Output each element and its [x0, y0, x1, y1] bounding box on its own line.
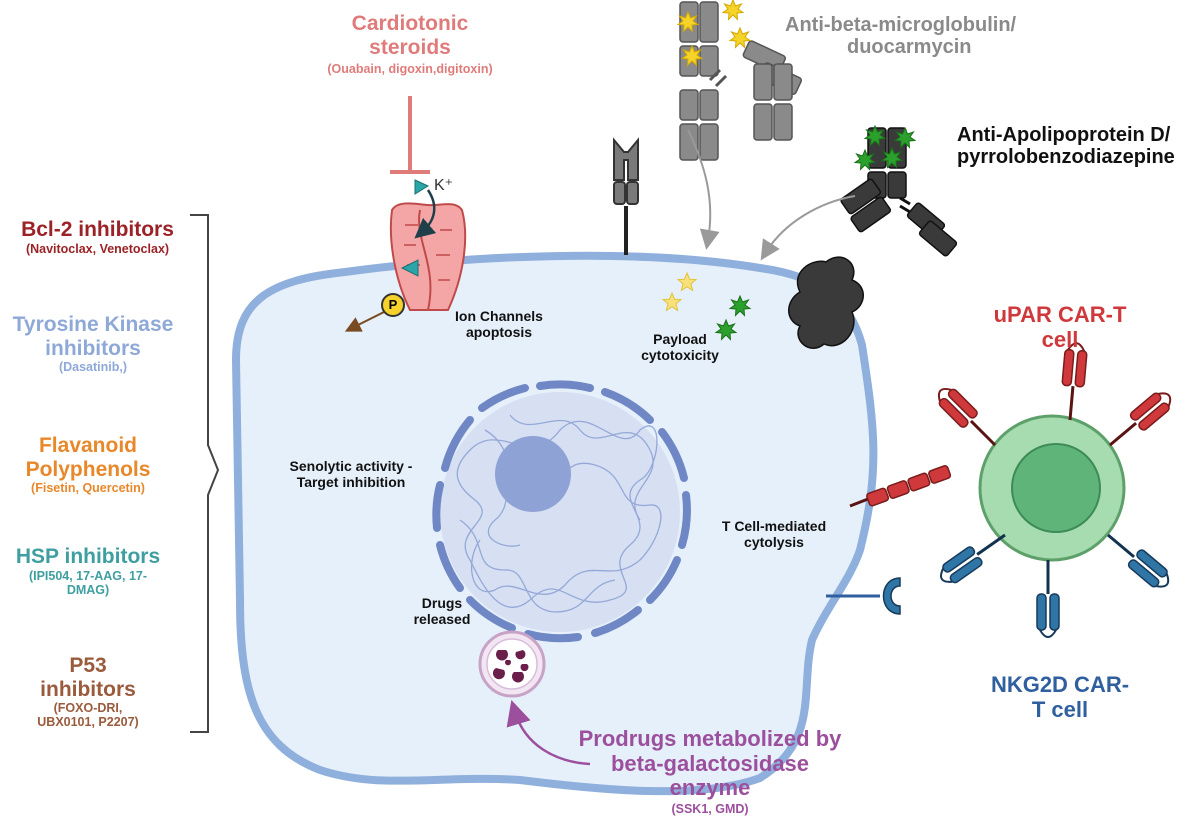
ion-flow-arrow [414, 189, 437, 239]
upar-car-t-label: uPAR CAR-T cell [985, 302, 1135, 352]
payload-line-2: cytotoxicity [641, 346, 719, 363]
prodrugs-label: Prodrugs metabolized by beta-galactosida… [560, 726, 860, 816]
lysosome-vesicle [478, 630, 546, 698]
hsp-examples-2: DMAG) [66, 582, 110, 597]
phospho-label: P [388, 297, 398, 312]
bcl2-label: Bcl-2 inhibitors (Navitoclax, Venetoclax… [10, 218, 185, 256]
drugs-line-1: Drugs [421, 595, 463, 611]
car-t-cell [978, 414, 1126, 562]
potassium-ion-top [414, 179, 430, 195]
cardiotonic-name-1: Cardiotonic [351, 12, 469, 35]
p53-examples-1: (FOXO-DRI, [53, 701, 123, 716]
anti-apo-label: Anti-Apolipoprotein D/ pyrrolobenzodiaze… [957, 124, 1175, 169]
flavanoid-name-2: Polyphenols [25, 457, 151, 481]
upar-line-2: cell [1041, 326, 1079, 352]
membrane-receptor [613, 137, 639, 255]
p53-name-1: P53 [69, 654, 107, 677]
nkg2d-ligand [826, 577, 901, 615]
senolytic-mechanism: Senolytic activity - Target inhibition [275, 458, 427, 490]
prodrugs-line-2: beta-galactosidase [610, 750, 810, 776]
tcell-line-2: cytolysis [744, 533, 804, 550]
tyrosine-kinase-label: Tyrosine Kinase inhibitors (Dasatinib,) [0, 313, 186, 374]
p53-examples-2: UBX0101, P2207) [37, 715, 139, 730]
p53-label: P53 inhibitors (FOXO-DRI, UBX0101, P2207… [0, 654, 176, 729]
hsp-label: HSP inhibitors (IPI504, 17-AAG, 17- DMAG… [0, 545, 176, 597]
prodrugs-examples: (SSK1, GMD) [671, 801, 749, 816]
anti-beta-label: Anti-beta-microglobulin/ duocarmycin [785, 14, 1016, 59]
senolytic-line-1: Senolytic activity - [289, 458, 413, 474]
potassium-label: K⁺ [434, 177, 454, 194]
ion-channel-mechanism: Ion Channels apoptosis [434, 308, 564, 340]
hsp-examples-1: (IPI504, 17-AAG, 17- [28, 568, 148, 583]
internalization-arrow-apo [760, 195, 856, 261]
flavanoid-label: Flavanoid Polyphenols (Fisetin, Querceti… [0, 434, 176, 495]
anti-apo-line-1: Anti-Apolipoprotein D/ [957, 124, 1171, 146]
cardiotonic-label: Cardiotonic steroids (Ouabain, digoxin,d… [300, 12, 520, 76]
anti-apo-antibody [840, 127, 958, 257]
anti-beta-line-1: Anti-beta-microglobulin/ [785, 14, 1017, 36]
drugs-released-mechanism: Drugs released [402, 595, 482, 627]
p53-name-2: inhibitors [40, 677, 136, 701]
anti-beta-antibody [679, 1, 803, 161]
nkg2d-line-2: T cell [1031, 696, 1089, 722]
tyrosine-name-1: Tyrosine Kinase [12, 313, 174, 336]
tcell-line-1: T Cell-mediated [721, 518, 827, 534]
hsp-name: HSP inhibitors [15, 545, 161, 568]
flavanoid-examples: (Fisetin, Quercetin) [31, 481, 145, 496]
tyrosine-examples: (Dasatinib,) [58, 360, 128, 375]
inhibition-bar [390, 96, 430, 174]
drugs-line-2: released [413, 610, 471, 627]
car-engaged-receptor [849, 465, 952, 508]
antigen-complex [788, 256, 864, 349]
phospho-badge: P [381, 293, 405, 317]
ion-mech-line-1: Ion Channels [455, 308, 543, 324]
prodrugs-line-1: Prodrugs metabolized by [578, 726, 842, 751]
potassium-ion-inside [400, 259, 419, 277]
flavanoid-name-1: Flavanoid [38, 434, 138, 457]
cardiotonic-name-2: steroids [369, 35, 451, 59]
ion-mech-line-2: apoptosis [465, 323, 533, 340]
tcell-mechanism: T Cell-mediated cytolysis [710, 518, 838, 550]
cardiotonic-examples: (Ouabain, digoxin,digitoxin) [327, 62, 493, 77]
nucleus [432, 380, 691, 643]
anti-beta-line-2: duocarmycin [847, 36, 972, 59]
drug-class-bracket [190, 214, 220, 733]
nkg2d-line-1: NKG2D CAR- [990, 672, 1130, 697]
upar-line-1: uPAR CAR-T [993, 302, 1127, 327]
prodrug-arrow [506, 700, 591, 766]
bcl2-examples: (Navitoclax, Venetoclax) [25, 241, 170, 256]
prodrugs-line-3: enzyme [669, 775, 751, 801]
senolytic-line-2: Target inhibition [296, 473, 406, 490]
nkg2d-car-t-label: NKG2D CAR- T cell [980, 672, 1140, 722]
anti-apo-line-2: pyrrolobenzodiazepine [957, 146, 1175, 169]
internalization-arrow-beta [687, 129, 720, 250]
tyrosine-name-2: inhibitors [45, 336, 141, 360]
payload-line-1: Payload [653, 331, 707, 347]
ion-channel [389, 202, 467, 311]
payload-mechanism: Payload cytotoxicity [625, 331, 735, 363]
phosphate-arrow [344, 311, 385, 332]
bcl2-name: Bcl-2 inhibitors [21, 218, 174, 241]
